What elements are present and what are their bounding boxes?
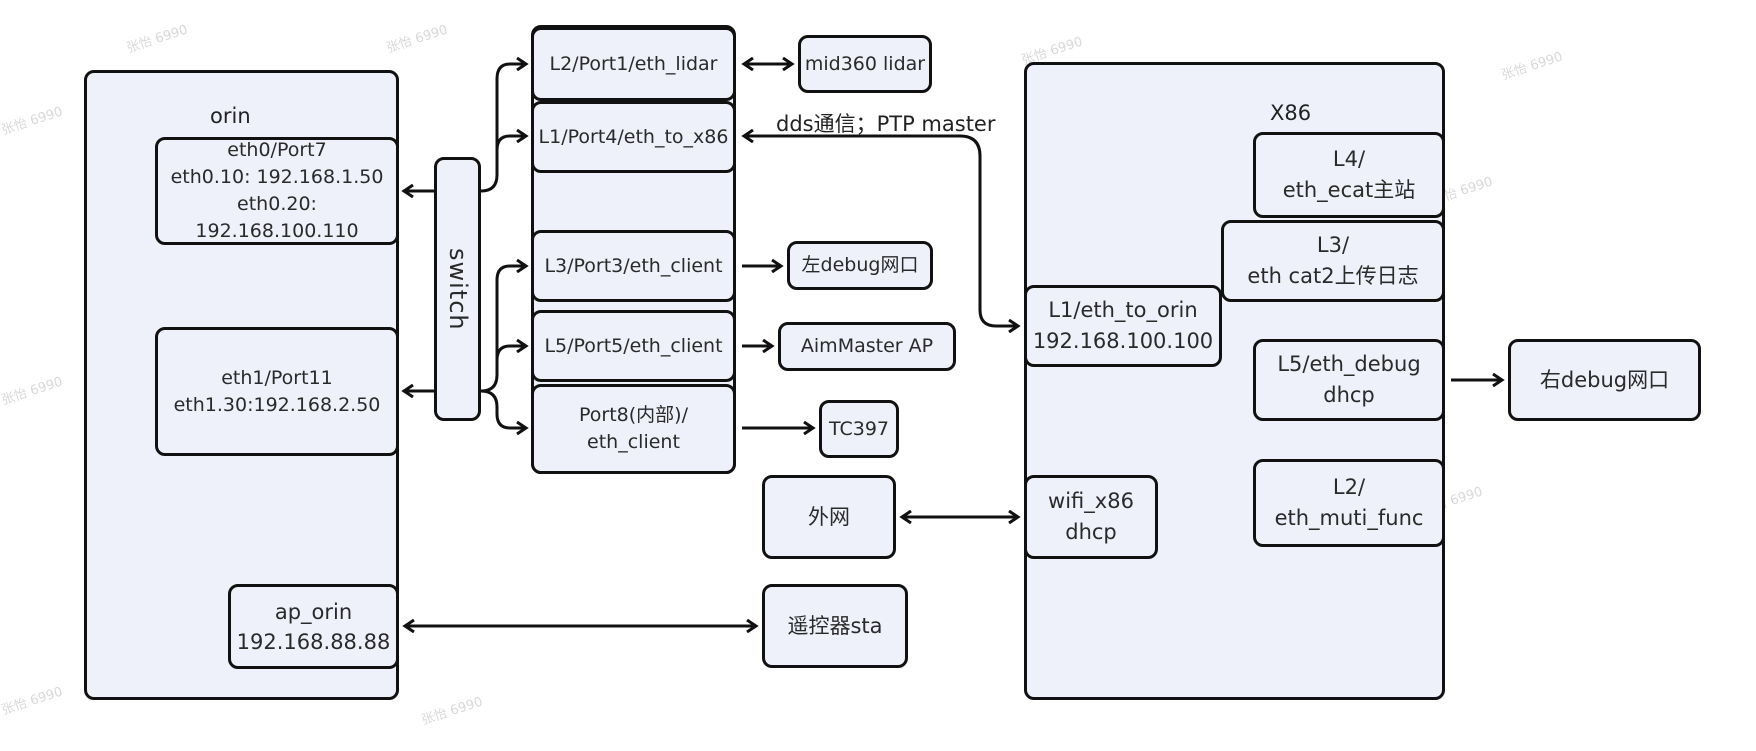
watermark: 张怡 6990: [1499, 49, 1565, 84]
orin-eth1-box[interactable]: eth1/Port11 eth1.30:192.168.2.50: [155, 327, 399, 456]
link-switch-port-l5: [495, 346, 526, 361]
link-switch-port-l3: [480, 266, 526, 393]
link-switch-port-l2: [480, 64, 526, 193]
x86-l4-eth-ecat[interactable]: L4/ eth_ecat主站: [1253, 132, 1445, 218]
x86-title: X86: [1270, 101, 1312, 125]
orin-title: orin: [210, 104, 251, 128]
port-l2-eth-lidar[interactable]: L2/Port1/eth_lidar: [531, 27, 736, 101]
watermark: 张怡 6990: [419, 694, 485, 729]
switch-label: switch: [444, 247, 472, 331]
port-l5-eth-client[interactable]: L5/Port5/eth_client: [531, 310, 736, 382]
link-switch-port-l1: [495, 136, 526, 151]
link-dds-ptp: [744, 136, 1018, 326]
watermark: 张怡 6990: [0, 104, 65, 139]
orin-eth0-box[interactable]: eth0/Port7 eth0.10: 192.168.1.50 eth0.20…: [155, 137, 399, 245]
x86-l1-eth-to-orin[interactable]: L1/eth_to_orin 192.168.100.100: [1024, 285, 1222, 367]
port-l3-eth-client[interactable]: L3/Port3/eth_client: [531, 230, 736, 302]
watermark: 张怡 6990: [384, 22, 450, 57]
watermark: 张怡 6990: [0, 684, 65, 719]
x86-l2-eth-muti-func[interactable]: L2/ eth_muti_func: [1253, 459, 1445, 547]
dds-ptp-link-label: dds通信；PTP master: [776, 112, 996, 136]
lidar-device[interactable]: mid360 lidar: [798, 35, 932, 93]
x86-l5-eth-debug[interactable]: L5/eth_debug dhcp: [1253, 339, 1445, 421]
aimmaster-ap[interactable]: AimMaster AP: [778, 322, 956, 371]
x86-wifi[interactable]: wifi_x86 dhcp: [1024, 475, 1158, 559]
internet-box[interactable]: 外网: [762, 475, 896, 559]
orin-ap-box[interactable]: ap_orin 192.168.88.88: [228, 584, 399, 669]
port-l1-eth-to-x86[interactable]: L1/Port4/eth_to_x86: [531, 101, 736, 173]
tc397-device[interactable]: TC397: [819, 400, 899, 458]
remote-controller-sta[interactable]: 遥控器sta: [762, 584, 908, 668]
left-debug-port[interactable]: 左debug网口: [787, 241, 933, 290]
port-8-eth-client[interactable]: Port8(内部)/ eth_client: [531, 384, 736, 474]
right-debug-port[interactable]: 右debug网口: [1508, 339, 1701, 421]
watermark: 张怡 6990: [124, 22, 190, 57]
switch-box[interactable]: switch: [434, 157, 481, 421]
watermark: 张怡 6990: [0, 374, 65, 409]
x86-l3-eth-cat2[interactable]: L3/ eth cat2上传日志: [1221, 220, 1445, 302]
link-switch-port-8: [480, 389, 526, 428]
